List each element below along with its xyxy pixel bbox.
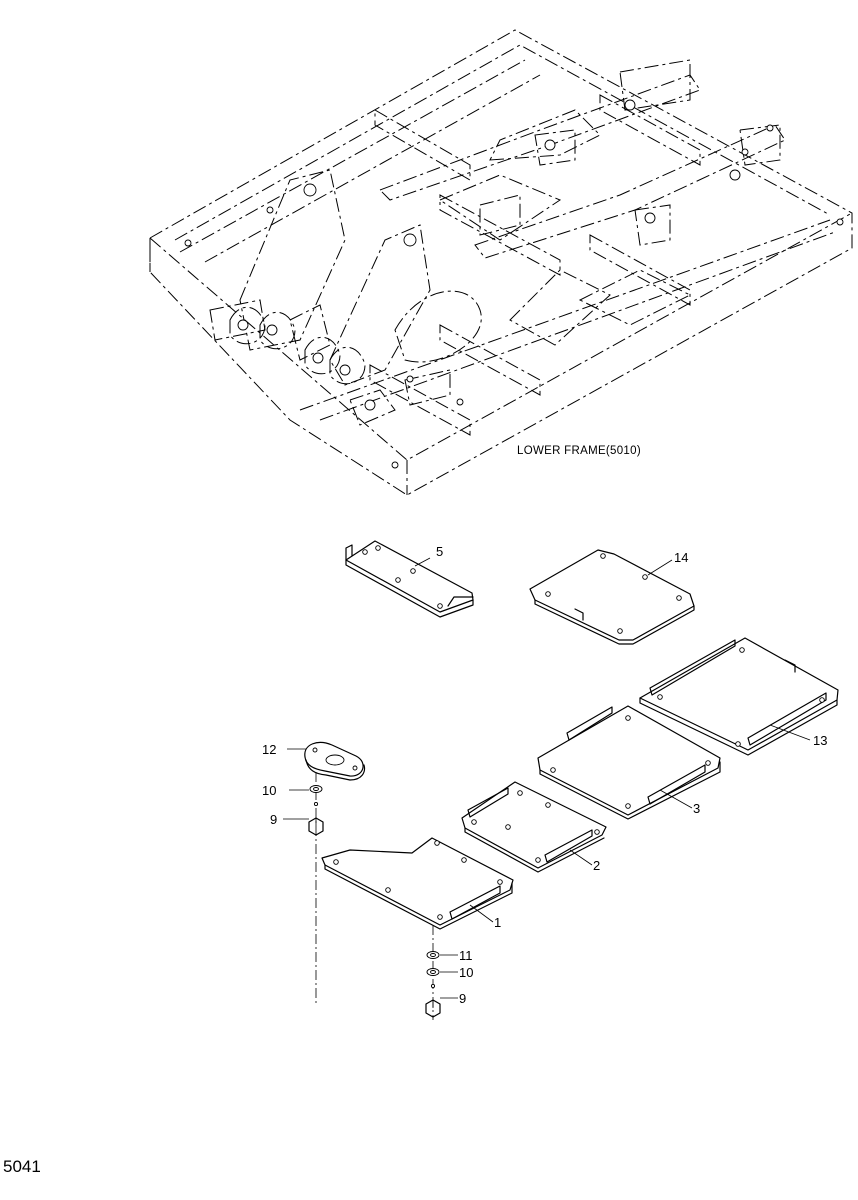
part-2-plate bbox=[461, 781, 607, 873]
callout-3: 3 bbox=[693, 801, 700, 816]
callout-11: 11 bbox=[459, 948, 473, 963]
part-1-plate bbox=[321, 837, 514, 930]
lower-frame-outline bbox=[149, 29, 853, 496]
lower-frame-label: LOWER FRAME(5010) bbox=[517, 445, 641, 457]
part-5-plate bbox=[345, 540, 474, 618]
callout-2: 2 bbox=[593, 858, 600, 873]
callout-14: 14 bbox=[674, 550, 688, 565]
part-3-plate bbox=[537, 705, 721, 820]
part-14-plate bbox=[529, 549, 695, 645]
callout-5: 5 bbox=[436, 544, 443, 559]
callout-9a: 9 bbox=[270, 812, 277, 827]
callout-9b: 9 bbox=[459, 991, 466, 1006]
callout-10b: 10 bbox=[459, 965, 473, 980]
left-fastener-stack bbox=[308, 772, 324, 1005]
callout-12: 12 bbox=[262, 742, 276, 757]
page-code: 5041 bbox=[3, 1157, 41, 1176]
callout-13: 13 bbox=[813, 733, 827, 748]
callout-10a: 10 bbox=[262, 783, 276, 798]
part-12-flange bbox=[304, 741, 366, 781]
part-13-plate bbox=[639, 637, 839, 756]
callout-1: 1 bbox=[494, 915, 501, 930]
lower-fastener-stack bbox=[425, 925, 441, 1020]
